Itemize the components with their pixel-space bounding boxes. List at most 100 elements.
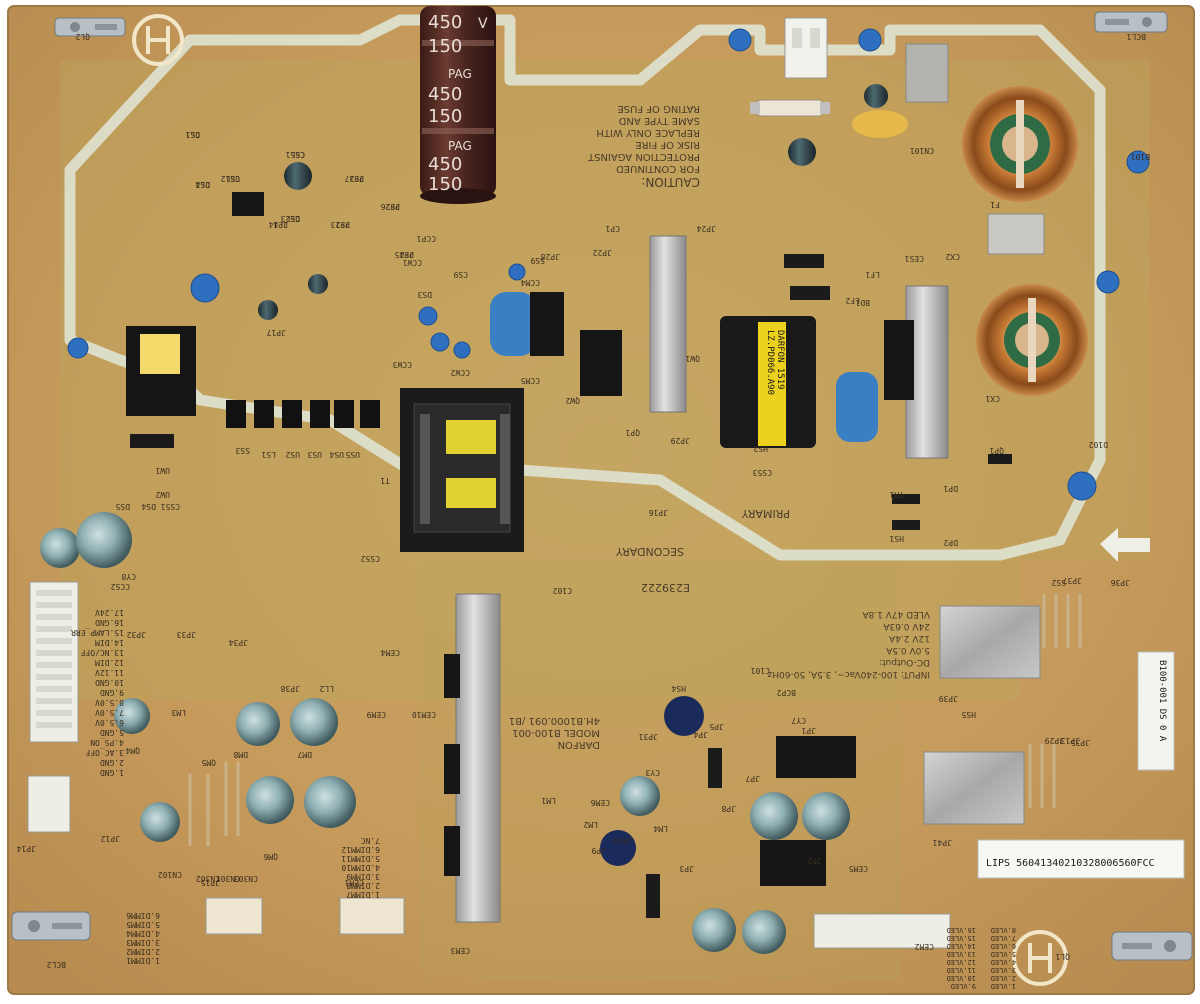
refdes-label: CEM2 [915, 942, 934, 951]
bosch-style-logo-top [132, 14, 184, 66]
refdes-label: JP15 [201, 878, 220, 887]
refdes-label: JP14 [17, 844, 36, 853]
refdes-label: DM7 [297, 750, 312, 759]
heatsink-primary-1 [649, 235, 687, 413]
ul-cert-number: E239222 [641, 581, 690, 594]
pcb-substrate [7, 5, 1195, 995]
refdes-label: JP27 [345, 174, 364, 183]
direction-arrow [1100, 528, 1150, 562]
cn302-pin: 2.DIMM2 [126, 947, 160, 956]
refdes-label: CCW3 [393, 360, 412, 369]
refdes-label: QW2 [565, 396, 580, 405]
refdes-label: QP1 [625, 428, 640, 437]
cn303-pin: 8.VLED [991, 926, 1016, 934]
refdes-label: CCM5 [521, 376, 540, 385]
refdes-label: CY8 [121, 572, 136, 581]
refdes-label: JP44 [269, 220, 288, 229]
refdes-label: LL1 [273, 220, 288, 229]
refdes-label: CEM6 [591, 798, 610, 807]
cap-voltage-3: 450 [428, 154, 462, 175]
refdes-label: QM6 [263, 852, 278, 861]
model-line-3: 4H.B1000.091 /B1 [509, 715, 600, 726]
cn303-pin: 10.VLED [946, 974, 976, 982]
cn101-pin: 10.GND [95, 678, 124, 687]
x-capacitor-1 [905, 43, 949, 103]
refdes-label: DS4 [141, 502, 156, 511]
refdes-label: DM8 [233, 750, 248, 759]
fuse [750, 99, 830, 117]
jumper-wires [188, 594, 1082, 846]
cn301-pin: 3.DIMM9 [346, 872, 380, 881]
film-capacitor-1 [490, 292, 536, 356]
cn301-pin: 6.DIMM12 [341, 845, 380, 854]
refdes-label: JP4 [693, 730, 708, 739]
small-cap-top-3 [864, 84, 888, 108]
refdes-label: TR1 [889, 490, 904, 499]
refdes-label: CP1 [605, 224, 620, 233]
ratings-silkscreen: INPUT: 100-240Vac~, 3.5A, 50-60Hz DC-Out… [767, 609, 930, 679]
cn302-pin-labels: 1.DIMM1 2.DIMM2 3.DIMM3 4.DIMM4 5.DIMM5 … [126, 911, 160, 965]
cn301-pin: 2.DIMM8 [346, 881, 380, 890]
refdes-label: JP39 [939, 694, 958, 703]
refdes-label: BCL1 [1127, 32, 1146, 41]
cn101-pin: 15.LAMP_ERR [71, 628, 124, 637]
refdes-label: JP29 [671, 436, 690, 445]
power-transistors [232, 192, 914, 886]
refdes-label: DL1 [185, 130, 200, 139]
secondary-electrolytic-caps [40, 512, 850, 954]
cn303-pin: 16.VLED [946, 926, 976, 934]
refdes-label: CEM1 [345, 878, 364, 887]
cap-capacitance-3: 150 [428, 174, 462, 195]
refdes-label: CS9 [453, 270, 468, 279]
refdes-label: CS52 [361, 554, 380, 563]
cn302-pin: 1.DIMM1 [126, 956, 160, 965]
model-line-2: MODEL B100-001 [512, 727, 600, 738]
refdes-label: US4 [329, 450, 344, 459]
connector-cn303 [813, 913, 951, 949]
cn303-pin: 5.VLED [991, 950, 1016, 958]
refdes-label: JP7 [745, 774, 760, 783]
heatsink-secondary [455, 593, 501, 923]
refdes-label: PS1 [335, 220, 350, 229]
refdes-label: CEL1 [286, 150, 305, 159]
cn301-pin: 7.NC [361, 836, 380, 845]
side-sticker: B100-001 DS 0 A [1137, 651, 1175, 771]
cn303-pin: 14.VLED [946, 942, 976, 950]
optocoupler-row [226, 400, 380, 428]
cn101-pin: 7.5.0V [95, 708, 124, 717]
refdes-label: JP29 [1045, 736, 1064, 745]
pfc-inductor: LZ.PD066.A90 DARFON 1519 [720, 316, 816, 448]
common-mode-choke-2 [976, 284, 1088, 396]
refdes-label: JP36 [1111, 578, 1130, 587]
cn301-pin: 1.DIMM7 [346, 890, 380, 899]
refdes-label: JP16 [649, 508, 668, 517]
refdes-label: CCM4 [521, 278, 540, 287]
zone-secondary-label: SECONDARY [616, 545, 684, 558]
refdes-label: CS1 [185, 130, 200, 139]
caution-line-5: SAME TYPE AND [618, 115, 700, 126]
cn303-pin: 15.VLED [946, 934, 976, 942]
cap-voltage-2: 450 [428, 84, 462, 105]
cn101-pin: 3.AC_OFF [85, 748, 124, 757]
refdes-label: CN302 [196, 874, 220, 883]
refdes-label: US2 [285, 450, 300, 459]
refdes-label: D102 [1089, 440, 1108, 449]
refdes-label: DL4 [195, 180, 210, 189]
refdes-label: CN101 [910, 146, 934, 155]
refdes-label: JP35 [1071, 738, 1090, 747]
refdes-label: C101 [751, 666, 770, 675]
refdes-label: CN102 [158, 870, 182, 879]
connector-cn102 [27, 775, 71, 833]
pfc-label-line1: LZ.PD066.A90 [765, 330, 775, 395]
refdes-label: CX1 [985, 394, 1000, 403]
refdes-label: JP9 [591, 846, 606, 855]
refdes-label: LM4 [653, 824, 668, 833]
refdes-label: HS2 [753, 444, 768, 453]
bosch-style-logo-bottom [1012, 930, 1068, 986]
cn303-pin: 2.VLED [991, 974, 1016, 982]
barcode-text: LIPS 56041340210328006560FCC [986, 858, 1155, 869]
cn101-pin: 8.5.0V [95, 698, 124, 707]
cn101-pin: 9.GND [100, 688, 124, 697]
refdes-label: JP22 [593, 248, 612, 257]
